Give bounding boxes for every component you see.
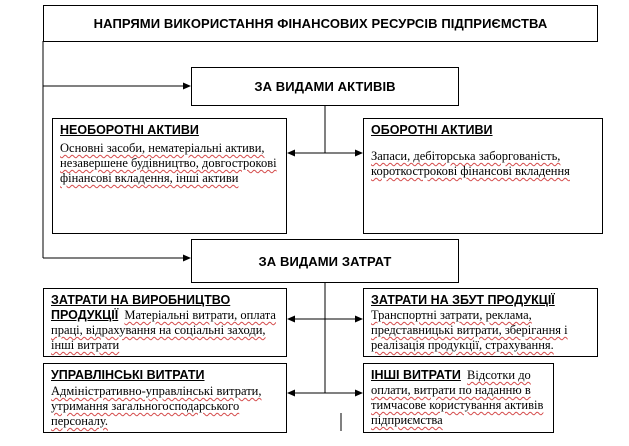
- production-costs-text: Матеріальні витрати, оплата праці, відра…: [51, 308, 276, 352]
- other-costs-text: Відсотки до оплати, витрати по наданню в…: [371, 368, 544, 427]
- by-costs-title: ЗА ВИДАМИ ЗАТРАТ: [258, 253, 392, 269]
- management-costs-text: Адміністративно-управлінські витрати, ут…: [51, 384, 262, 428]
- sales-costs-heading: ЗАТРАТИ НА ЗБУТ ПРОДУКЦІЇ: [371, 293, 555, 307]
- current-assets-text: Запаси, дебіторська заборгованість, коро…: [371, 149, 570, 178]
- by-costs-box: ЗА ВИДАМИ ЗАТРАТ: [191, 239, 459, 283]
- production-costs-heading: ЗАТРАТИ НА ВИРОБНИЦТВО ПРОДУКЦІЇ: [51, 293, 231, 322]
- non-current-assets-heading: НЕОБОРОТНІ АКТИВИ: [60, 123, 199, 137]
- non-current-assets-text: Основні засоби, нематеріальні активи, не…: [60, 141, 277, 185]
- current-assets-heading: ОБОРОТНІ АКТИВИ: [371, 123, 493, 137]
- management-costs-heading: УПРАВЛІНСЬКІ ВИТРАТИ: [51, 368, 205, 382]
- production-costs-box: ЗАТРАТИ НА ВИРОБНИЦТВО ПРОДУКЦІЇ Матеріа…: [43, 288, 287, 357]
- other-costs-box: ІНШІ ВИТРАТИ Відсотки до оплати, витрати…: [363, 363, 554, 433]
- current-assets-box: ОБОРОТНІ АКТИВИ Запаси, дебіторська забо…: [363, 118, 603, 234]
- sales-costs-text: Транспортні затрати, реклама, представни…: [371, 308, 568, 352]
- by-assets-box: ЗА ВИДАМИ АКТИВІВ: [191, 67, 459, 106]
- diagram-title: НАПРЯМИ ВИКОРИСТАННЯ ФІНАНСОВИХ РЕСУРСІВ…: [93, 16, 548, 31]
- other-costs-heading: ІНШІ ВИТРАТИ: [371, 368, 461, 382]
- sales-costs-box: ЗАТРАТИ НА ЗБУТ ПРОДУКЦІЇ Транспортні за…: [363, 288, 598, 357]
- management-costs-box: УПРАВЛІНСЬКІ ВИТРАТИ Адміністративно-упр…: [43, 363, 287, 433]
- non-current-assets-box: НЕОБОРОТНІ АКТИВИ Основні засоби, немате…: [52, 118, 287, 234]
- diagram-title-box: НАПРЯМИ ВИКОРИСТАННЯ ФІНАНСОВИХ РЕСУРСІВ…: [43, 5, 598, 42]
- by-assets-title: ЗА ВИДАМИ АКТИВІВ: [254, 79, 396, 94]
